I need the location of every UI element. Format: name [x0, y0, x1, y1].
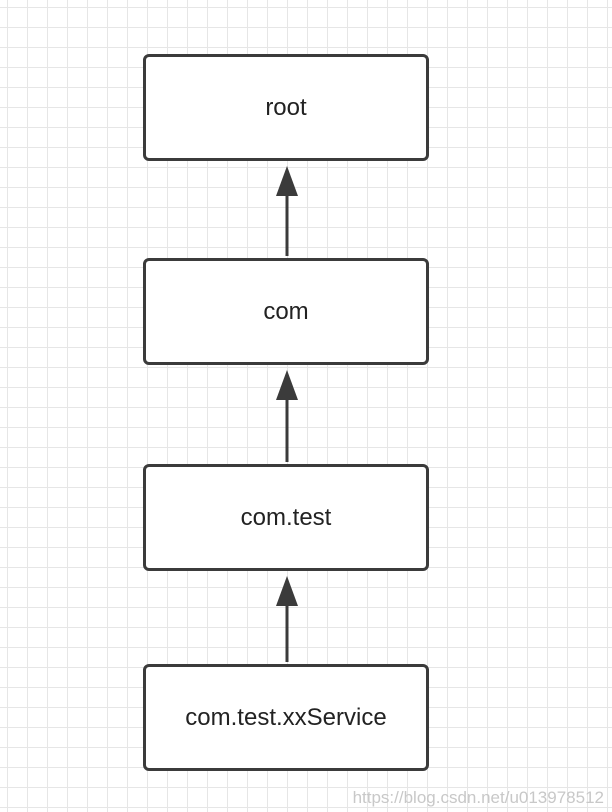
node-label-com-test: com.test: [240, 503, 332, 531]
node-label-com-test-xxservice: com.test.xxService: [185, 703, 387, 731]
arrow-com-test-to-com: [276, 370, 298, 462]
node-com-test-xxservice: com.test.xxService: [143, 664, 429, 771]
arrow-head-icon: [276, 576, 298, 606]
arrow-xxservice-to-com-test: [276, 576, 298, 662]
arrow-head-icon: [276, 166, 298, 196]
node-com: com: [143, 258, 429, 365]
node-root: root: [143, 54, 429, 161]
arrow-head-icon: [276, 370, 298, 400]
watermark-text: https://blog.csdn.net/u013978512: [352, 788, 604, 807]
node-label-root: root: [265, 93, 307, 121]
arrow-com-to-root: [276, 166, 298, 256]
node-com-test: com.test: [143, 464, 429, 571]
node-label-com: com: [263, 297, 309, 325]
